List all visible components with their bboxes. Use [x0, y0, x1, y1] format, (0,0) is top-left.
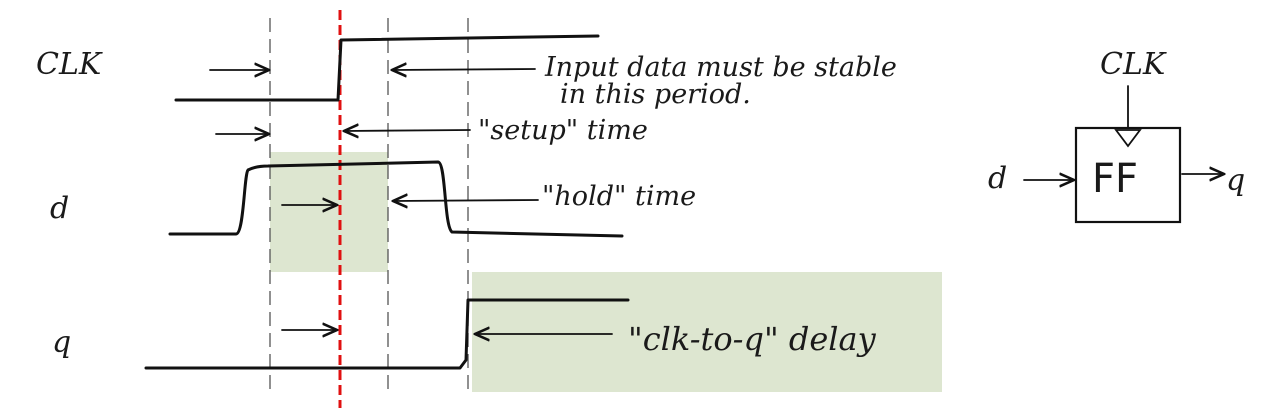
flipflop-box [1074, 126, 1182, 224]
clk-to-q-delay-region [472, 272, 942, 392]
d-waveform [168, 160, 624, 238]
hold-right-arrow [393, 200, 539, 201]
hold-time-note: "hold" time [542, 181, 696, 212]
q-waveform [144, 298, 630, 370]
setup-right-arrow [344, 130, 471, 131]
flipflop-label: FF [1092, 156, 1138, 202]
q-signal-label: q [52, 325, 71, 360]
stable-period-note-line1: Input data must be stable [544, 52, 897, 83]
ff-input-label: d [988, 161, 1007, 196]
stable-period-note-line2: in this period. [560, 79, 751, 110]
ff-output-label: q [1226, 163, 1245, 198]
d-signal-label: d [50, 191, 69, 226]
clk-to-q-note: "clk-to-q" delay [628, 320, 877, 358]
clk-signal-label: CLK [36, 47, 103, 82]
ff-clock-triangle [1114, 129, 1142, 148]
clk-waveform [174, 34, 600, 102]
setup-hold-window [270, 152, 388, 272]
stable-period-right-arrow [392, 69, 536, 70]
ff-clock-label: CLK [1100, 47, 1167, 82]
setup-time-note: "setup" time [478, 115, 648, 146]
